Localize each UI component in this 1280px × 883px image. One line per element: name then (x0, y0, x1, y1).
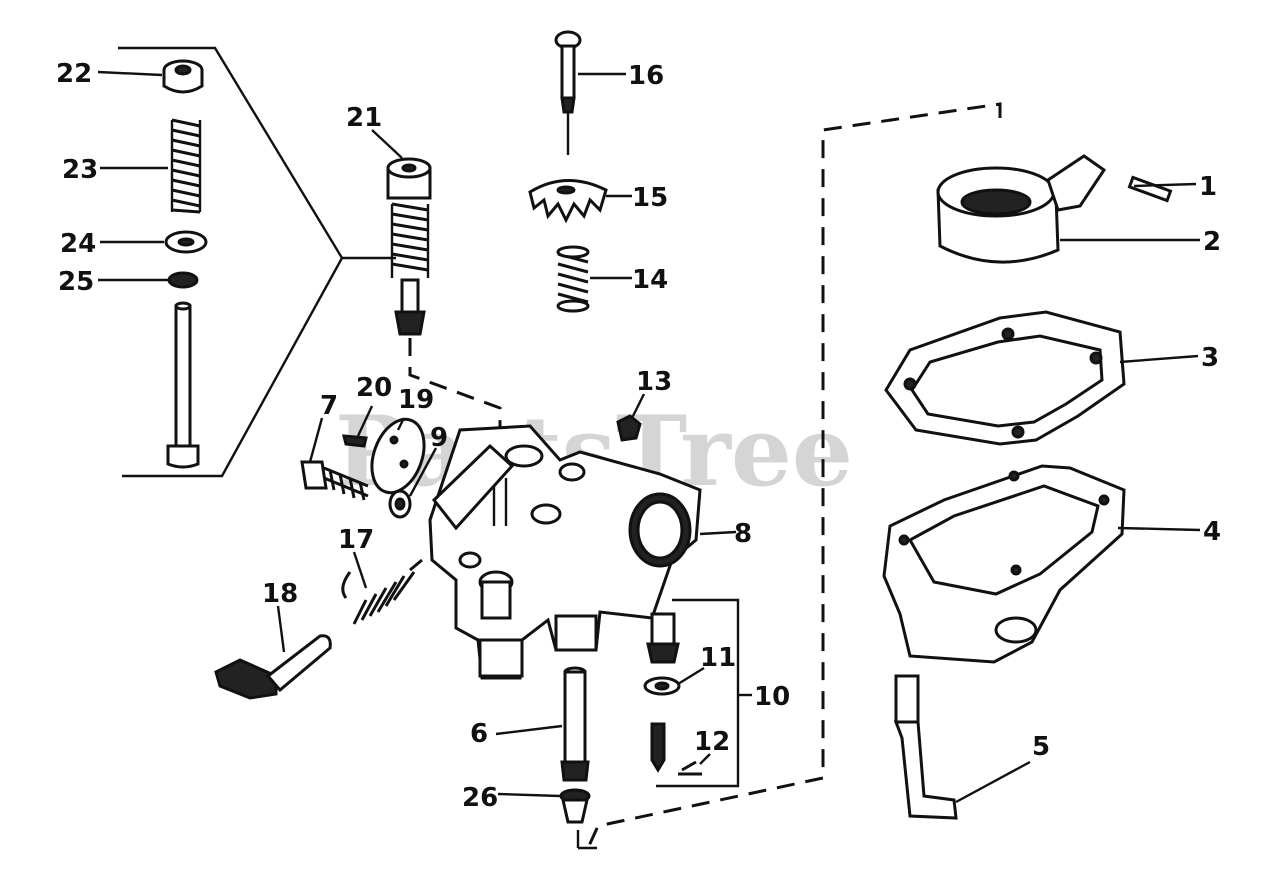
callout-3: 3 (1201, 343, 1219, 373)
callout-20: 20 (356, 373, 392, 403)
callout-17: 17 (338, 525, 374, 555)
part-spring-17 (341, 558, 423, 625)
part-needle-seat-10 (646, 612, 680, 664)
part-carburetor-body-8 (428, 424, 702, 680)
part-screw-20 (342, 434, 368, 448)
callout-1: 1 (1199, 172, 1217, 202)
part-float-needle-12 (650, 722, 702, 776)
part-pin-1 (1127, 175, 1173, 203)
part-drain-tube-5 (893, 674, 958, 820)
bracket-lines (118, 46, 1002, 850)
part-needle-16 (554, 30, 582, 155)
callout-8: 8 (734, 519, 752, 549)
part-lever-18 (214, 634, 332, 700)
part-oring-25 (167, 271, 199, 289)
part-ratchet-15 (528, 179, 608, 224)
part-shaft (166, 301, 200, 469)
callout-21: 21 (346, 103, 382, 133)
callout-25: 25 (58, 267, 94, 297)
callout-14: 14 (632, 265, 668, 295)
part-washer-11 (643, 676, 681, 696)
part-washer-24 (164, 230, 208, 254)
part-plug-26 (559, 788, 591, 824)
part-nut-22 (162, 59, 204, 94)
callout-10: 10 (754, 682, 790, 712)
part-spring-23 (170, 118, 202, 214)
part-nut-13 (616, 414, 642, 442)
part-adjust-screw-21 (386, 157, 432, 336)
callout-9: 9 (430, 423, 448, 453)
callout-6: 6 (470, 719, 488, 749)
callout-4: 4 (1203, 517, 1221, 547)
part-gasket-3 (884, 310, 1126, 446)
callout-13: 13 (636, 367, 672, 397)
callout-18: 18 (262, 579, 298, 609)
part-washer-9 (388, 489, 412, 519)
callout-11: 11 (700, 643, 736, 673)
callout-7: 7 (320, 391, 338, 421)
leader-lines (97, 70, 1201, 804)
callout-12: 12 (694, 727, 730, 757)
callout-labels: 1 2 3 4 5 6 7 8 9 10 11 12 13 14 15 16 1… (56, 59, 1221, 813)
part-jet-tube-6 (560, 666, 590, 782)
callout-16: 16 (628, 61, 664, 91)
callout-15: 15 (632, 183, 668, 213)
part-spring-14 (556, 245, 590, 313)
callout-24: 24 (60, 229, 96, 259)
callout-19: 19 (398, 385, 434, 415)
part-disc-19 (370, 417, 426, 495)
callout-22: 22 (56, 59, 92, 89)
callout-26: 26 (462, 783, 498, 813)
part-float-bowl-4 (882, 464, 1126, 664)
callout-2: 2 (1203, 227, 1221, 257)
callout-23: 23 (62, 155, 98, 185)
part-screw-7 (300, 460, 369, 501)
part-float-2 (936, 154, 1107, 264)
callout-5: 5 (1032, 732, 1050, 762)
